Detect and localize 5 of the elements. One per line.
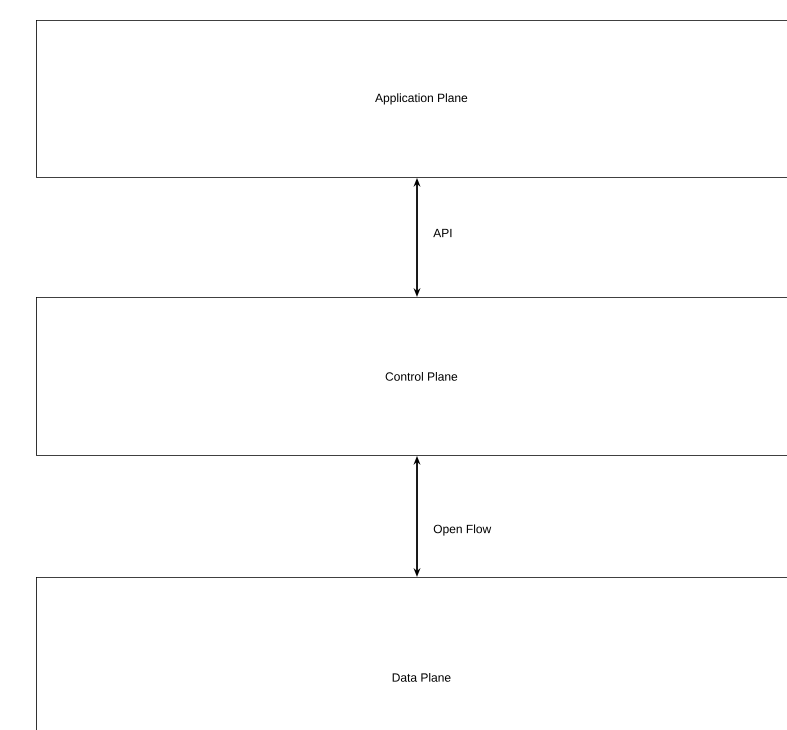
edge-label: Open Flow — [432, 523, 492, 537]
plane-box: Application Plane — [36, 20, 787, 178]
plane-box: Control Plane — [36, 297, 787, 456]
plane-box: Data Plane — [36, 577, 787, 730]
edge-label: API — [432, 228, 454, 238]
